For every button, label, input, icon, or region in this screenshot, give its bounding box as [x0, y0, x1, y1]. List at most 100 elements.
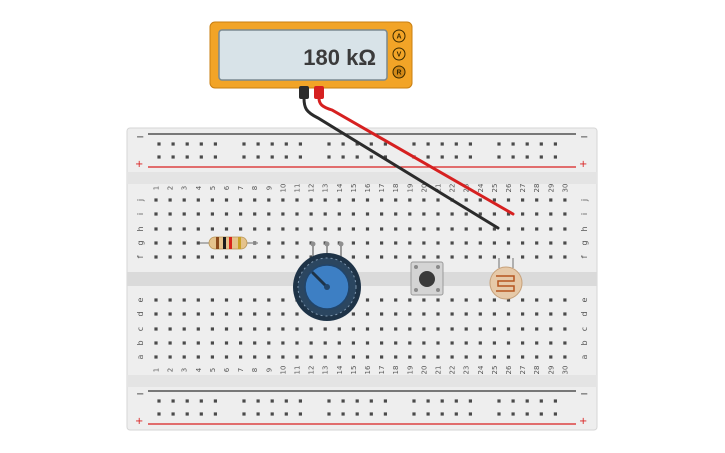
rail-hole[interactable]: [511, 412, 515, 416]
hole-d4[interactable]: [196, 312, 200, 316]
hole-a10[interactable]: [281, 355, 285, 359]
rail-hole[interactable]: [284, 412, 288, 416]
hole-h25[interactable]: [492, 227, 496, 231]
hole-h14[interactable]: [337, 227, 341, 231]
hole-e27[interactable]: [521, 298, 525, 302]
hole-a26[interactable]: [506, 355, 511, 359]
hole-i28[interactable]: [535, 212, 539, 216]
hole-g28[interactable]: [535, 241, 539, 245]
hole-d30[interactable]: [563, 312, 567, 316]
hole-c27[interactable]: [521, 327, 525, 331]
rail-hole[interactable]: [185, 155, 189, 159]
hole-h12[interactable]: [309, 227, 313, 231]
hole-i15[interactable]: [351, 212, 355, 216]
hole-b21[interactable]: [436, 341, 440, 345]
hole-j7[interactable]: [239, 198, 243, 202]
hole-b20[interactable]: [422, 341, 426, 345]
hole-c16[interactable]: [365, 327, 370, 331]
hole-f10[interactable]: [281, 255, 285, 259]
rail-hole[interactable]: [553, 412, 557, 416]
hole-h3[interactable]: [182, 227, 186, 231]
hole-e22[interactable]: [450, 298, 454, 302]
hole-a5[interactable]: [210, 355, 214, 359]
rail-hole[interactable]: [355, 412, 359, 416]
rail-hole[interactable]: [270, 142, 274, 146]
hole-i23[interactable]: [464, 212, 468, 216]
potentiometer[interactable]: [293, 241, 361, 322]
hole-d28[interactable]: [535, 312, 539, 316]
rail-hole[interactable]: [157, 412, 161, 416]
rail-hole[interactable]: [383, 412, 387, 416]
hole-g3[interactable]: [182, 241, 186, 245]
hole-e2[interactable]: [168, 298, 172, 302]
hole-e23[interactable]: [464, 298, 468, 302]
hole-c17[interactable]: [380, 327, 384, 331]
hole-b17[interactable]: [380, 341, 384, 345]
rail-hole[interactable]: [553, 155, 557, 159]
hole-c12[interactable]: [309, 327, 313, 331]
rail-hole[interactable]: [383, 142, 387, 146]
hole-a14[interactable]: [337, 355, 341, 359]
hole-j26[interactable]: [506, 198, 511, 202]
hole-j28[interactable]: [535, 198, 539, 202]
hole-b27[interactable]: [521, 341, 525, 345]
hole-h16[interactable]: [365, 227, 370, 231]
hole-c4[interactable]: [196, 327, 200, 331]
hole-b25[interactable]: [492, 341, 496, 345]
hole-h20[interactable]: [422, 227, 426, 231]
hole-h27[interactable]: [521, 227, 525, 231]
rail-hole[interactable]: [298, 142, 302, 146]
hole-d20[interactable]: [422, 312, 426, 316]
hole-e7[interactable]: [239, 298, 243, 302]
hole-e24[interactable]: [478, 298, 482, 302]
hole-f1[interactable]: [154, 255, 158, 259]
rail-hole[interactable]: [539, 155, 543, 159]
hole-a15[interactable]: [351, 355, 355, 359]
rail-hole[interactable]: [369, 155, 373, 159]
hole-h7[interactable]: [239, 227, 243, 231]
hole-e10[interactable]: [281, 298, 285, 302]
hole-d24[interactable]: [478, 312, 482, 316]
hole-d22[interactable]: [450, 312, 454, 316]
rail-hole[interactable]: [468, 142, 472, 146]
rail-hole[interactable]: [454, 399, 458, 403]
hole-d27[interactable]: [521, 312, 525, 316]
hole-j16[interactable]: [365, 198, 370, 202]
hole-d29[interactable]: [549, 312, 553, 316]
rail-hole[interactable]: [355, 142, 359, 146]
hole-d23[interactable]: [464, 312, 468, 316]
hole-f23[interactable]: [464, 255, 468, 259]
hole-j3[interactable]: [182, 198, 186, 202]
hole-h24[interactable]: [478, 227, 482, 231]
hole-g4[interactable]: [196, 241, 200, 245]
rail-hole[interactable]: [341, 412, 345, 416]
hole-d26[interactable]: [506, 312, 511, 316]
hole-d17[interactable]: [380, 312, 384, 316]
hole-f19[interactable]: [408, 255, 412, 259]
hole-c9[interactable]: [267, 327, 271, 331]
hole-i12[interactable]: [309, 212, 313, 216]
hole-i22[interactable]: [450, 212, 454, 216]
rail-hole[interactable]: [525, 155, 529, 159]
hole-a8[interactable]: [253, 355, 257, 359]
rail-hole[interactable]: [213, 399, 217, 403]
hole-c10[interactable]: [281, 327, 285, 331]
hole-d21[interactable]: [436, 312, 440, 316]
hole-f18[interactable]: [394, 255, 398, 259]
hole-j10[interactable]: [281, 198, 285, 202]
hole-b6[interactable]: [224, 341, 229, 345]
hole-d11[interactable]: [295, 312, 299, 316]
hole-g15[interactable]: [351, 241, 355, 245]
hole-i30[interactable]: [563, 212, 567, 216]
hole-e26[interactable]: [506, 298, 511, 302]
hole-c5[interactable]: [210, 327, 214, 331]
hole-h26[interactable]: [506, 227, 511, 231]
rail-hole[interactable]: [256, 155, 260, 159]
rail-hole[interactable]: [454, 142, 458, 146]
hole-f8[interactable]: [253, 255, 257, 259]
rail-hole[interactable]: [426, 142, 430, 146]
hole-a17[interactable]: [380, 355, 384, 359]
hole-f2[interactable]: [168, 255, 172, 259]
hole-g25[interactable]: [492, 241, 496, 245]
hole-j4[interactable]: [196, 198, 200, 202]
